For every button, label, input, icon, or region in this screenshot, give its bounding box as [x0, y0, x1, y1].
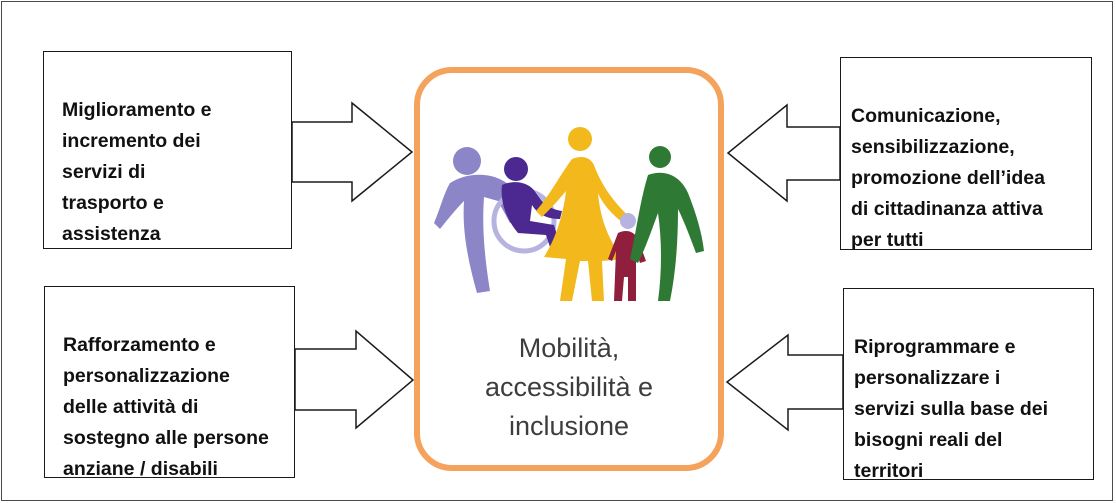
box-top-right: Comunicazione, sensibilizzazione, promoz… — [840, 57, 1092, 251]
box-top-left-text: Miglioramento e incremento dei servizi d… — [62, 99, 212, 245]
box-top-left: Miglioramento e incremento dei servizi d… — [43, 51, 292, 249]
wheelchair-figure — [491, 157, 562, 254]
arrow-top-right — [726, 103, 841, 203]
box-bottom-right: Riprogrammare e personalizzare i servizi… — [843, 288, 1094, 482]
box-bottom-left: Rafforzamento e personalizzazione delle … — [44, 286, 295, 480]
box-top-right-text: Comunicazione, sensibilizzazione, promoz… — [851, 105, 1045, 251]
center-node: Mobilità, accessibilità e inclusione — [414, 67, 724, 471]
arrow-bottom-left — [294, 329, 415, 430]
center-label: Mobilità, accessibilità e inclusione — [484, 333, 654, 441]
arrow-bottom-right — [725, 333, 844, 432]
box-bottom-right-text: Riprogrammare e personalizzare i servizi… — [854, 336, 1049, 482]
yellow-figure — [536, 127, 632, 301]
arrow-top-left — [291, 101, 414, 203]
box-bottom-left-text: Rafforzamento e personalizzazione delle … — [63, 334, 269, 480]
people-inclusion-icon — [434, 127, 704, 301]
green-figure — [630, 146, 704, 301]
